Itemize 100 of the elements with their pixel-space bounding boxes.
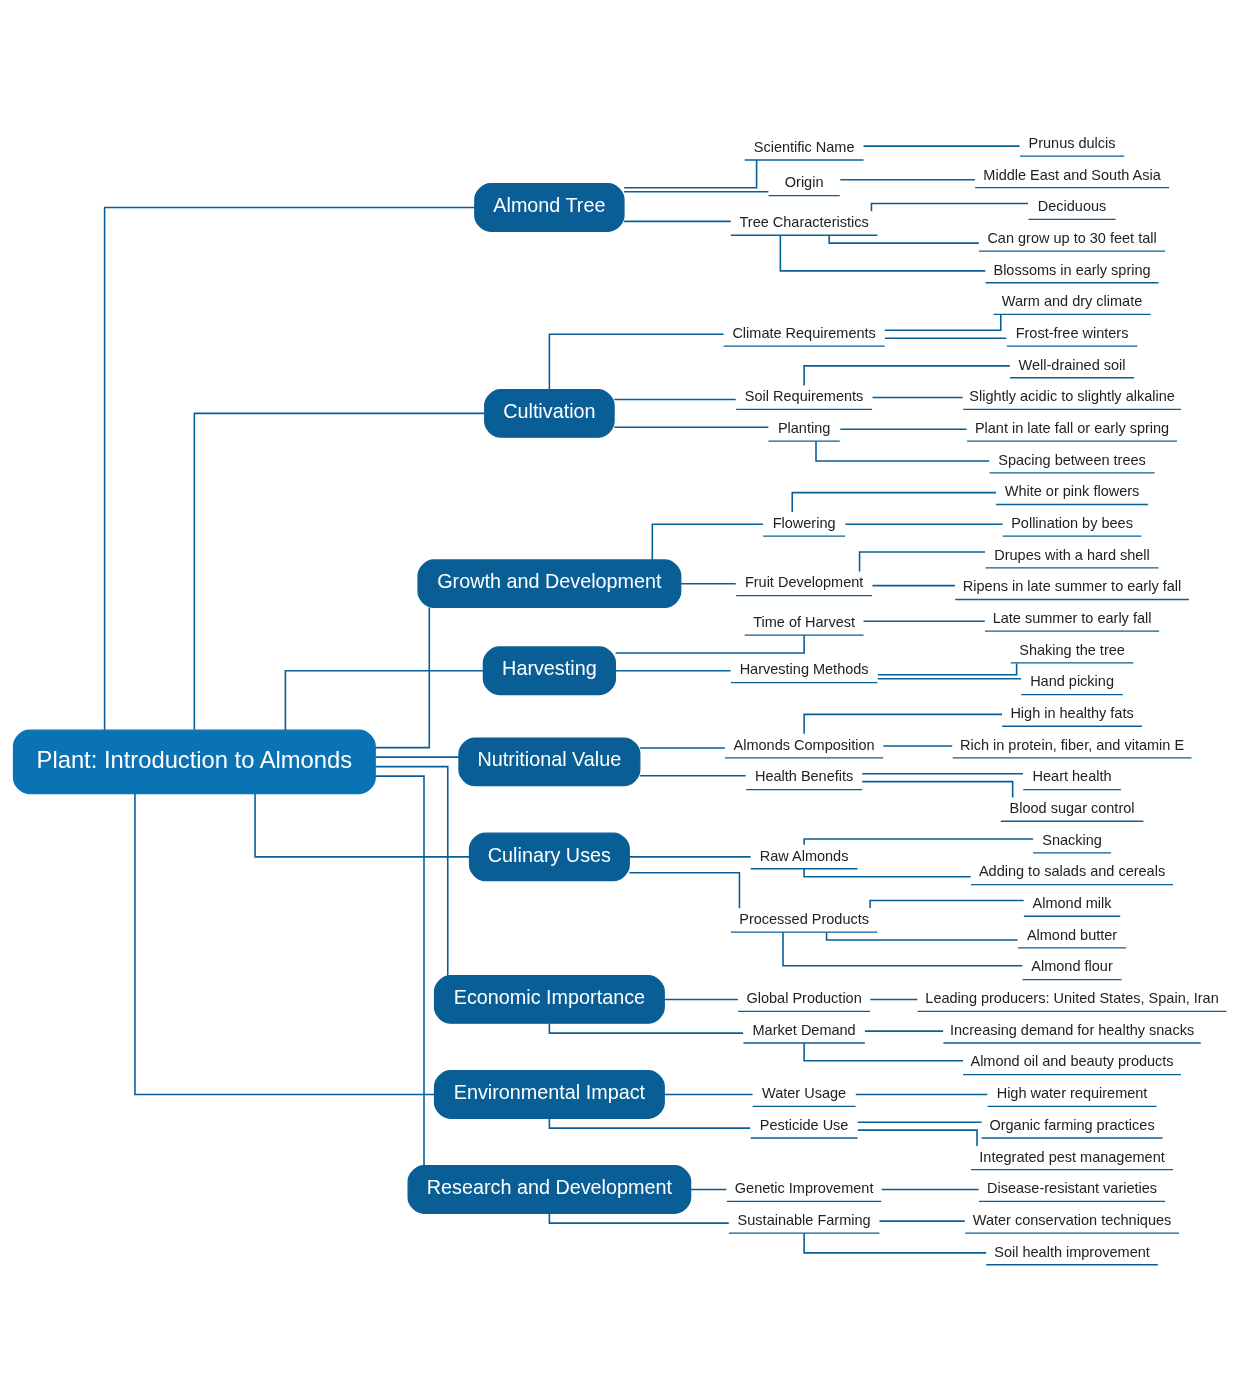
connector bbox=[254, 792, 471, 858]
connector bbox=[878, 1219, 966, 1222]
connector bbox=[374, 765, 449, 976]
connector bbox=[871, 584, 956, 586]
node-text: Almond milk bbox=[1032, 894, 1112, 911]
connector bbox=[862, 620, 986, 622]
node-text: Disease-resistant varieties bbox=[987, 1179, 1158, 1196]
node-text: Climate Requirements bbox=[732, 324, 876, 341]
connector bbox=[862, 144, 1021, 147]
connector bbox=[548, 332, 725, 390]
node-text: Raw Almonds bbox=[759, 847, 849, 864]
connector bbox=[623, 220, 732, 222]
connector bbox=[864, 1029, 944, 1032]
connector bbox=[858, 550, 986, 572]
node-text: Pollination by bees bbox=[1011, 514, 1133, 531]
node-text: Almond oil and beauty products bbox=[970, 1052, 1174, 1069]
node-text: Adding to salads and cereals bbox=[978, 862, 1166, 879]
connector bbox=[861, 772, 1024, 774]
connector bbox=[782, 930, 1024, 967]
node-text: Origin bbox=[784, 173, 824, 190]
connector bbox=[374, 755, 460, 758]
node-text: Integrated pest management bbox=[979, 1148, 1165, 1165]
node-text: Almond butter bbox=[1026, 926, 1118, 943]
node-text: Slightly acidic to slightly alkaline bbox=[969, 387, 1175, 404]
node-box: Plant: Introduction to Almonds bbox=[12, 729, 376, 794]
connector bbox=[284, 669, 484, 731]
connector bbox=[134, 792, 436, 1095]
node-text: Rich in protein, fiber, and vitamin E bbox=[960, 736, 1185, 753]
node-text: Can grow up to 30 feet tall bbox=[987, 229, 1157, 246]
node-text: Blossoms in early spring bbox=[993, 261, 1151, 278]
connector bbox=[839, 178, 976, 181]
node-box: Culinary Uses bbox=[468, 831, 630, 881]
node-text: Well-drained soil bbox=[1018, 356, 1126, 373]
connector bbox=[839, 427, 968, 430]
connector bbox=[882, 744, 954, 747]
node-text: Middle East and South Asia bbox=[983, 166, 1161, 183]
connector bbox=[103, 206, 476, 731]
node-text: Soil Requirements bbox=[744, 387, 864, 404]
node-text: Leading producers: United States, Spain, Iran bbox=[925, 989, 1219, 1006]
connector bbox=[663, 1093, 754, 1095]
node-text: Heart health bbox=[1032, 767, 1112, 784]
node-text: Increasing demand for healthy snacks bbox=[949, 1021, 1195, 1038]
node-text: Late summer to early fall bbox=[992, 609, 1152, 626]
node-text: Flowering bbox=[772, 514, 836, 531]
connector bbox=[628, 871, 741, 909]
node-text: Pesticide Use bbox=[759, 1116, 849, 1133]
connector bbox=[663, 998, 739, 1000]
connector bbox=[844, 523, 1004, 525]
connector bbox=[374, 606, 431, 748]
node-text: High in healthy fats bbox=[1010, 704, 1134, 721]
node-box: Almond Tree bbox=[474, 182, 625, 232]
node-box: Environmental Impact bbox=[433, 1069, 665, 1119]
connector bbox=[680, 582, 737, 584]
node-text: Time of Harvest bbox=[753, 613, 856, 630]
node-box: Research and Development bbox=[407, 1164, 692, 1214]
connector bbox=[880, 1188, 980, 1190]
connector bbox=[548, 1022, 744, 1034]
connector bbox=[803, 837, 1034, 845]
connector bbox=[548, 1212, 730, 1224]
node-text: Almond flour bbox=[1031, 957, 1113, 974]
connector bbox=[193, 412, 486, 730]
node-text: Water Usage bbox=[762, 1084, 847, 1101]
connector bbox=[871, 396, 964, 398]
connector bbox=[876, 677, 1022, 679]
connector bbox=[614, 669, 732, 672]
connector bbox=[869, 899, 1025, 909]
node-text: White or pink flowers bbox=[1004, 482, 1140, 499]
node-text: Soil health improvement bbox=[994, 1243, 1150, 1260]
node-text: Frost-free winters bbox=[1015, 324, 1129, 341]
connector bbox=[857, 1128, 978, 1147]
connector bbox=[623, 158, 758, 188]
node-box: Nutritional Value bbox=[458, 736, 641, 786]
node-text: Almonds Composition bbox=[733, 736, 875, 753]
connector bbox=[883, 313, 1002, 331]
connector bbox=[861, 780, 1014, 798]
connector bbox=[548, 1117, 751, 1129]
node-text: Market Demand bbox=[752, 1021, 856, 1038]
node-box: Economic Importance bbox=[433, 974, 665, 1024]
node-text: Global Production bbox=[746, 989, 862, 1006]
connector bbox=[651, 523, 764, 561]
connector bbox=[613, 398, 737, 400]
node-text: Shaking the tree bbox=[1019, 641, 1125, 658]
node-text: Health Benefits bbox=[754, 767, 854, 784]
connector bbox=[856, 1120, 983, 1123]
node-text: High water requirement bbox=[996, 1084, 1148, 1101]
node-text: Organic farming practices bbox=[989, 1116, 1155, 1133]
node-box: Harvesting bbox=[482, 645, 617, 695]
connector bbox=[628, 855, 752, 858]
connector bbox=[639, 746, 726, 749]
node-text: Planting bbox=[777, 419, 831, 436]
connector bbox=[779, 234, 987, 272]
node-text: Fruit Development bbox=[744, 573, 864, 590]
node-box: Cultivation bbox=[484, 388, 615, 438]
connector bbox=[613, 425, 770, 428]
connector bbox=[690, 1188, 728, 1190]
node-text: Plant in late fall or early spring bbox=[974, 419, 1170, 436]
node-text: Deciduous bbox=[1037, 197, 1107, 214]
node-text: Water conservation techniques bbox=[972, 1211, 1172, 1228]
node-text: Sustainable Farming bbox=[737, 1211, 871, 1228]
connector bbox=[374, 774, 425, 1166]
